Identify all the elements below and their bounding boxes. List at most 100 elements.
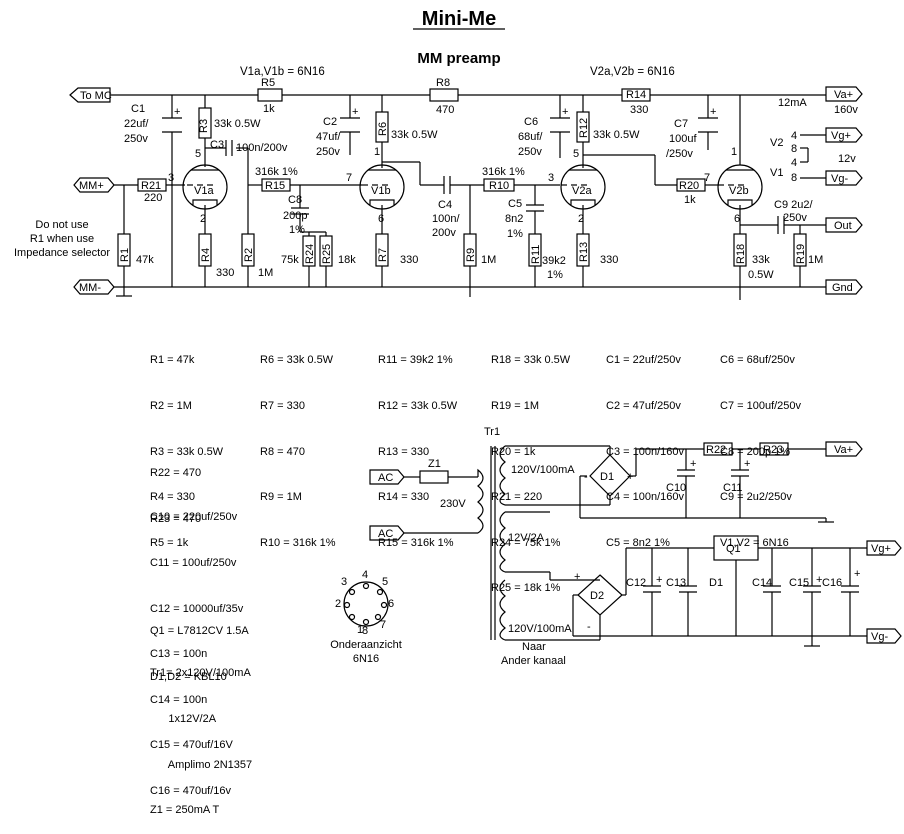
- port-mm-plus: MM+: [73, 177, 115, 193]
- svg-text:+: +: [174, 106, 180, 118]
- svg-text:2: 2: [200, 213, 206, 225]
- port-gnd: Gnd: [825, 279, 863, 295]
- part-entry: R9 = 1M: [260, 491, 302, 504]
- port-vg-minus-psu: Vg-: [866, 628, 902, 644]
- svg-text:33k 0.5W: 33k 0.5W: [593, 129, 640, 141]
- svg-text:+: +: [352, 106, 358, 118]
- svg-text:C2: C2: [323, 116, 337, 128]
- svg-text:3: 3: [341, 576, 347, 588]
- part-entry: C13 = 100n: [150, 648, 208, 661]
- amp-wiring: [110, 94, 826, 300]
- mains-label: 230V: [440, 498, 466, 510]
- resistor-r11: R11 39k2 1%: [528, 233, 566, 281]
- capacitor-c14: C14: [752, 577, 781, 593]
- svg-text:Vg-: Vg-: [831, 173, 848, 185]
- svg-text:R1: R1: [119, 248, 131, 262]
- part-entry: R24 = 75k 1%: [491, 536, 561, 549]
- resistor-r2: R2 1M: [241, 233, 273, 279]
- svg-text:100n/: 100n/: [432, 213, 460, 225]
- schematic: Mini-Me MM preamp V1a,V1b = 6N16 V2a,V2b…: [14, 8, 902, 667]
- part-entry: C12 = 10000uf/35v: [150, 602, 244, 615]
- sec2-label: 12V/2A: [508, 532, 545, 544]
- svg-text:R13: R13: [578, 242, 590, 262]
- resistor-r24: R24 75k: [281, 235, 316, 267]
- part-entry: R7 = 330: [260, 400, 305, 412]
- svg-text:12v: 12v: [838, 153, 856, 165]
- part-entry: R13 = 330: [378, 445, 430, 458]
- part-entry: Q1 = L7812CV 1.5A: [150, 625, 249, 638]
- svg-text:C9 2u2/: C9 2u2/: [774, 199, 813, 211]
- svg-text:R2: R2: [243, 248, 255, 262]
- svg-text:2: 2: [335, 598, 341, 610]
- resistor-r23: R23: [759, 442, 789, 456]
- svg-text:V2: V2: [770, 137, 783, 149]
- fuse-z1: Z1: [419, 458, 449, 484]
- capacitor-c9: C9 2u2/ 250v: [774, 199, 813, 234]
- svg-text:R7: R7: [377, 248, 389, 262]
- svg-text:47k: 47k: [136, 254, 154, 266]
- port-vg-plus-psu: Vg+: [866, 540, 902, 556]
- capacitor-c7: + C7 100uf /250v: [666, 106, 718, 160]
- part-entry: C9 = 2u2/250v: [720, 491, 792, 504]
- psu-parts-semi: Q1 = L7812CV 1.5A D1,D2 = KBL10: [150, 594, 249, 700]
- svg-text:C12: C12: [626, 577, 646, 589]
- part-entry: C2 = 47uf/250v: [606, 400, 681, 412]
- resistor-r3: R3 33k 0.5W: [198, 107, 261, 139]
- port-ac-bottom: AC: [369, 525, 405, 541]
- sec3-label: 120V/100mA: [508, 623, 572, 635]
- svg-text:R19: R19: [795, 244, 807, 264]
- part-entry: C14 = 100n: [150, 693, 208, 706]
- part-entry: R5 = 1k: [150, 536, 189, 549]
- svg-text:+: +: [627, 471, 633, 483]
- diode-d1-label: D1: [709, 577, 723, 589]
- svg-text:C7: C7: [674, 118, 688, 130]
- svg-text:+: +: [574, 571, 580, 583]
- r1-note: Do not use R1 when use Impedance selecto…: [14, 219, 110, 259]
- voltage-note: 160v: [834, 104, 858, 116]
- svg-text:330: 330: [400, 254, 418, 266]
- tr1-label: Tr1: [484, 426, 500, 438]
- svg-text:18k: 18k: [338, 254, 356, 266]
- svg-text:R1 when use: R1 when use: [30, 233, 94, 245]
- svg-text:-: -: [584, 471, 588, 483]
- svg-text:6: 6: [378, 213, 384, 225]
- svg-text:1: 1: [374, 146, 380, 158]
- part-entry: R2 = 1M: [150, 400, 192, 412]
- part-entry: R10 = 316k 1%: [260, 536, 336, 549]
- svg-text:C5: C5: [508, 198, 522, 210]
- svg-text:1M: 1M: [481, 254, 496, 266]
- svg-text:1%: 1%: [507, 228, 523, 240]
- svg-text:8: 8: [362, 625, 368, 637]
- capacitor-c16: + C16: [822, 568, 860, 593]
- svg-text:Q1: Q1: [726, 543, 741, 555]
- svg-text:+: +: [710, 106, 716, 118]
- tube-v1b: V1b 1 7 6: [346, 146, 405, 225]
- parts-col-3: R11 = 39k2 1% R12 = 33k 0.5W R13 = 330 R…: [378, 323, 457, 566]
- capacitor-c8: C8 200p 1%: [283, 194, 309, 236]
- v2-tube-label: V2a,V2b = 6N16: [590, 66, 675, 78]
- svg-text:22uf/: 22uf/: [124, 118, 149, 130]
- svg-text:R23: R23: [763, 444, 783, 456]
- part-entry: R25 = 18k 1%: [491, 582, 561, 595]
- capacitor-c1: + C1 22uf/ 250v: [124, 103, 182, 145]
- resistor-r8: R8 470: [429, 77, 459, 116]
- port-vg-plus: Vg+: [825, 127, 863, 143]
- capacitor-c4: C4 100n/ 200v: [432, 176, 460, 239]
- psu-wiring: [404, 445, 867, 647]
- svg-text:R10: R10: [489, 180, 509, 192]
- svg-text:47uf/: 47uf/: [316, 131, 341, 143]
- port-vg-minus: Vg-: [825, 170, 863, 186]
- svg-text:C3: C3: [210, 139, 224, 151]
- svg-text:Va+: Va+: [834, 444, 853, 456]
- resistor-r25: R25 18k: [319, 235, 356, 267]
- part-entry: R8 = 470: [260, 445, 305, 458]
- part-entry: R21 = 220: [491, 491, 543, 504]
- capacitor-c10: + C10: [666, 458, 696, 494]
- svg-text:R11: R11: [530, 245, 542, 264]
- svg-text:C15: C15: [789, 577, 809, 589]
- svg-text:C11: C11: [723, 482, 742, 494]
- tube-socket: 1 2 3 4 5 6 7 8 Onderaanzicht 6N16: [330, 569, 402, 665]
- port-to-mc: To MC: [69, 87, 112, 103]
- svg-text:R12: R12: [578, 118, 590, 138]
- capacitor-c6: + C6 68uf/ 250v: [518, 106, 570, 158]
